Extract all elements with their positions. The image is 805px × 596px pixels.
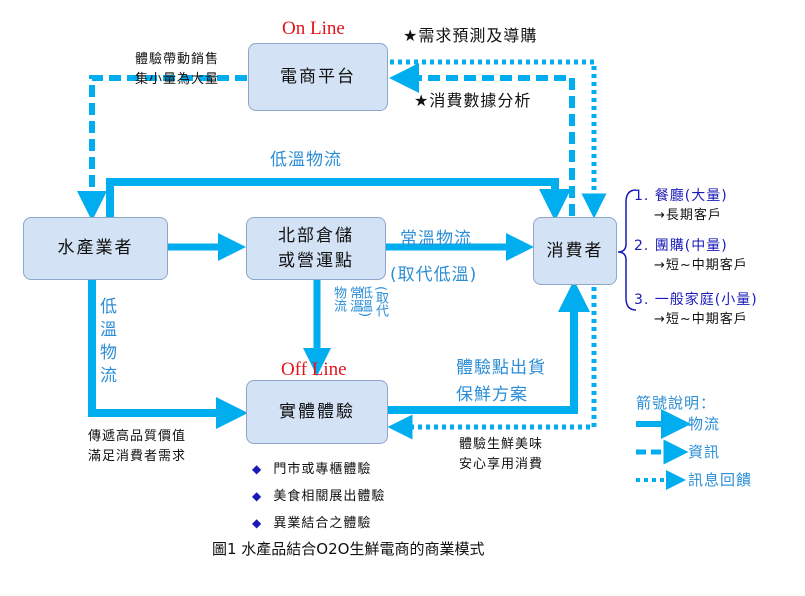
warehouse-line-2: 或營運點 <box>278 250 354 271</box>
label-offline: Off Line <box>281 359 347 380</box>
fresh-line-2: 安心享用消費 <box>459 456 544 472</box>
label-experience-shipping: 體驗點出貨 保鮮方案 <box>456 355 546 409</box>
arrow-ecommerce-aquatic <box>77 75 247 221</box>
offline-item-2-text: 美食相關展出體驗 <box>273 489 386 504</box>
vertical-replace-1: (取代 <box>373 286 388 318</box>
label-fresh-experience: 體驗生鮮美味 安心享用消費 <box>459 435 543 474</box>
quality-line-1: 傳遞高品質價值 <box>88 429 187 444</box>
experience-sales-line-1: 體驗帶動銷售 <box>135 52 220 67</box>
legend-title: 箭號說明： <box>636 394 717 412</box>
node-aquatic-producer: 水產業者 <box>23 217 168 280</box>
node-warehouse: 北部倉儲 或營運點 <box>246 217 386 280</box>
arrow-aquatic-physical <box>88 280 248 429</box>
shipping-line-2: 保鮮方案 <box>456 385 528 405</box>
vertical-normal-1: 常溫 <box>347 286 362 312</box>
consumer-type-2-title: 2. 團購(中量) <box>634 238 728 254</box>
label-data-analysis: ★消費數據分析 <box>414 91 532 110</box>
bullet-diamond-icon: ◆ <box>252 489 263 503</box>
bullet-diamond-icon: ◆ <box>252 516 263 530</box>
consumer-type-1-title: 1. 餐廳(大量) <box>634 188 728 204</box>
vertical-replace-2: 低溫) <box>357 286 372 318</box>
experience-sales-line-2: 集小量為大量 <box>135 71 220 87</box>
label-quality-value: 傳遞高品質價值 滿足消費者需求 <box>88 427 186 466</box>
consumer-type-3-title: 3. 一般家庭(小量) <box>634 292 758 308</box>
label-cold-chain-left: 低 溫 物 流 <box>100 296 118 388</box>
consumer-type-2: 2. 團購(中量) →短~中期客戶 <box>634 236 748 276</box>
arrow-consumer-ecommerce <box>389 63 575 216</box>
quality-line-2: 滿足消費者需求 <box>88 448 187 464</box>
bullet-diamond-icon: ◆ <box>252 462 263 476</box>
node-physical-experience: 實體體驗 <box>246 380 388 444</box>
legend-info-label: 資訊 <box>688 443 721 461</box>
consumer-types-bracket <box>617 189 637 311</box>
shipping-line-1: 體驗點出貨 <box>456 358 546 378</box>
offline-item-2: ◆ 美食相關展出體驗 <box>252 485 385 504</box>
label-online: On Line <box>282 18 345 39</box>
cold-left-char-1: 低 <box>100 297 118 317</box>
figure-caption: 圖1 水產品結合O2O生鮮電商的商業模式 <box>212 540 485 558</box>
node-consumer: 消費者 <box>533 217 617 285</box>
arrow-ecommerce-consumer-feedback <box>390 59 607 219</box>
arrow-consumer-physical-feedback <box>387 287 597 440</box>
offline-item-3: ◆ 異業結合之體驗 <box>252 512 371 531</box>
legend-feedback-label: 訊息回饋 <box>688 471 753 489</box>
fresh-line-1: 體驗生鮮美味 <box>459 437 544 452</box>
offline-item-1: ◆ 門市或專櫃體驗 <box>252 458 371 477</box>
consumer-type-1-sub: →長期客戶 <box>654 208 722 223</box>
arrow-physical-consumer <box>388 280 590 414</box>
consumer-type-2-sub: →短~中期客戶 <box>654 258 748 273</box>
consumer-type-3-sub: →短~中期客戶 <box>654 312 748 327</box>
label-cold-chain-top: 低溫物流 <box>270 150 342 170</box>
consumer-type-3: 3. 一般家庭(小量) →短~中期客戶 <box>634 290 758 330</box>
offline-item-3-text: 異業結合之體驗 <box>273 516 372 531</box>
node-ecommerce-platform: 電商平台 <box>248 43 388 111</box>
label-replace-low-temp: (取代低溫) <box>390 265 478 285</box>
label-normal-temp: 常溫物流 <box>400 229 472 249</box>
label-vertical-normal-temp: 常溫 物流 <box>330 286 362 312</box>
label-vertical-replace: (取代 低溫) <box>356 286 388 317</box>
cold-left-char-3: 物 <box>100 343 118 363</box>
warehouse-line-1: 北部倉儲 <box>278 225 354 246</box>
cold-left-char-2: 溫 <box>100 320 118 340</box>
offline-item-1-text: 門市或專櫃體驗 <box>273 462 372 477</box>
vertical-normal-2: 物流 <box>331 286 346 312</box>
arrow-cold-chain-top <box>106 178 571 221</box>
cold-left-char-4: 流 <box>100 366 118 386</box>
label-demand-forecast: ★需求預測及導購 <box>403 26 538 45</box>
legend-flow-label: 物流 <box>688 415 721 433</box>
consumer-type-1: 1. 餐廳(大量) →長期客戶 <box>634 186 728 226</box>
label-experience-sales: 體驗帶動銷售 集小量為大量 <box>117 50 219 89</box>
